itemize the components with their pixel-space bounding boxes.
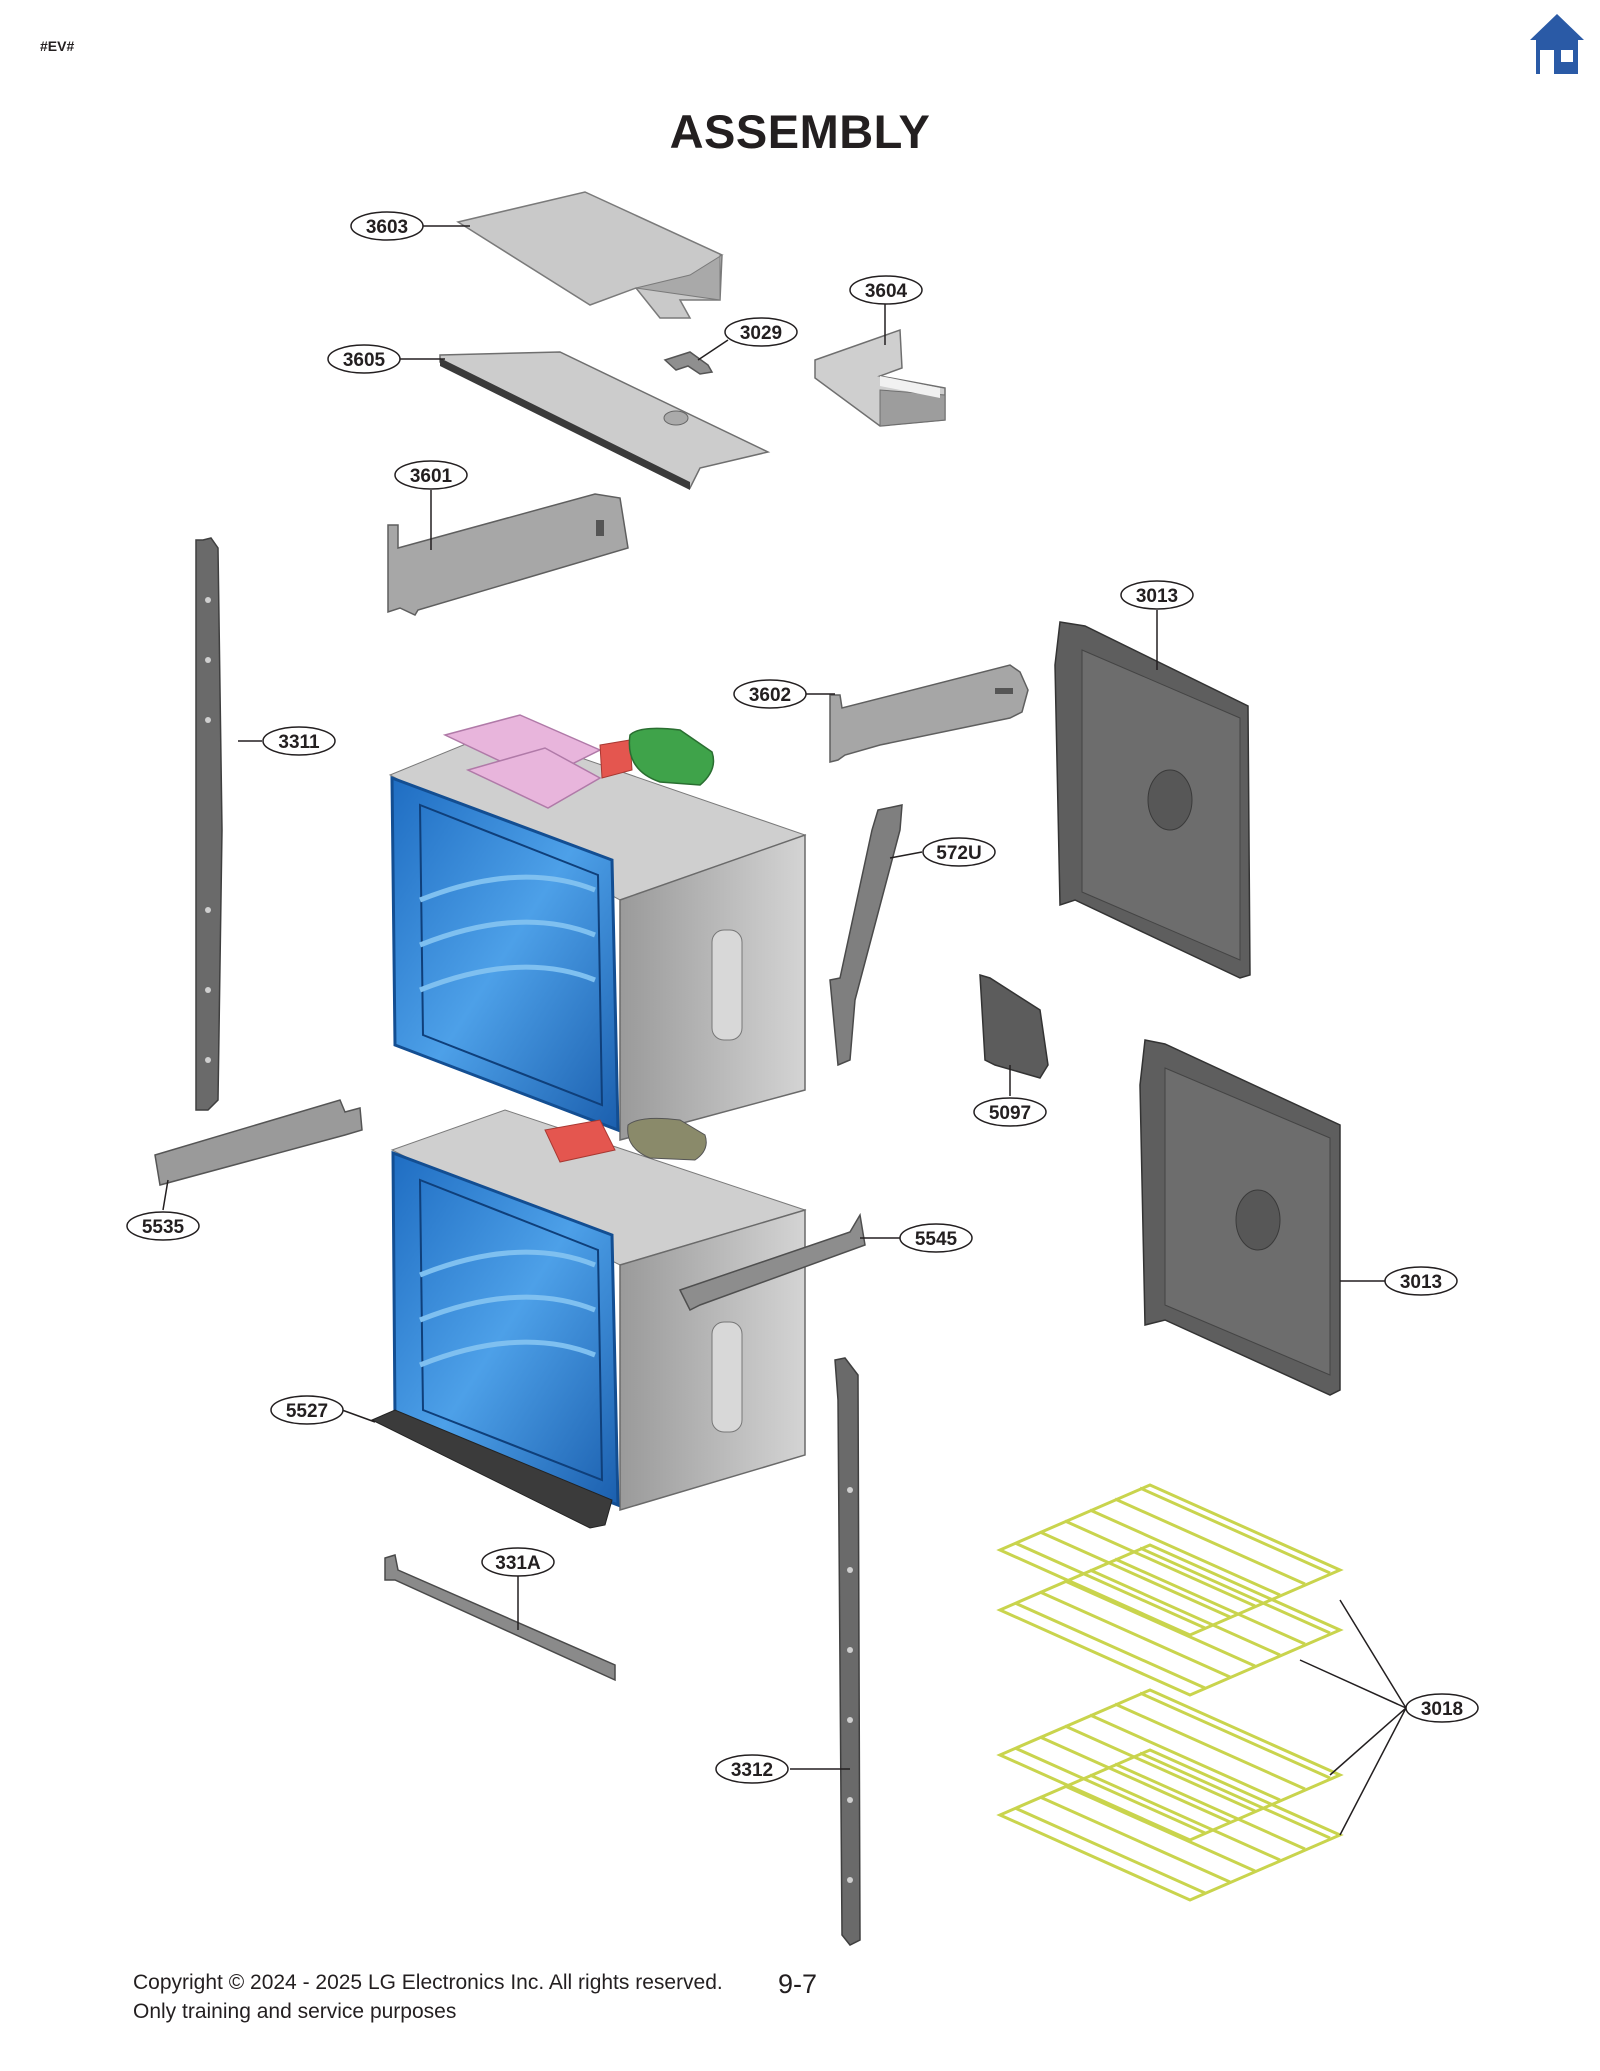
part-upper-oven (388, 714, 807, 1141)
callout-3604-label: 3604 (865, 281, 908, 302)
callout-5545: 5545 (899, 1223, 973, 1253)
callout-572U: 572U (922, 837, 996, 867)
part-strip (829, 804, 903, 1067)
page-title: ASSEMBLY (669, 105, 931, 158)
callout-3013-lower: 3013 (1384, 1266, 1458, 1296)
part-bracket-box (814, 328, 946, 427)
callout-3603: 3603 (350, 211, 424, 241)
callout-3013-upper-label: 3013 (1136, 586, 1178, 607)
part-bottom-trim (370, 1409, 613, 1529)
part-racks (996, 1483, 1344, 1902)
leader-lines (162, 225, 1407, 1836)
callout-5535: 5535 (126, 1211, 200, 1241)
callout-3601-label: 3601 (410, 466, 453, 487)
part-left-slide (154, 1099, 363, 1186)
part-right-trim (834, 1357, 861, 1946)
part-side-panel-lower (1139, 1039, 1341, 1396)
callout-331A: 331A (481, 1547, 555, 1577)
part-right-slide (678, 1212, 866, 1312)
callout-3605-label: 3605 (343, 350, 386, 371)
callout-5535-label: 5535 (142, 1217, 185, 1238)
callout-3312: 3312 (715, 1754, 789, 1784)
callout-5527: 5527 (270, 1395, 344, 1425)
part-side-panel-upper (1054, 621, 1251, 979)
copyright-text: Copyright © 2024 - 2025 LG Electronics I… (133, 1971, 723, 1994)
callout-3605: 3605 (327, 344, 401, 374)
part-left-trim (195, 537, 223, 1111)
footer-copyright: Copyright © 2024 - 2025 LG Electronics I… (133, 1968, 723, 2026)
callout-3013-lower-label: 3013 (1400, 1272, 1442, 1293)
callout-5097: 5097 (973, 1097, 1047, 1127)
callout-3311-label: 3311 (278, 732, 320, 753)
callout-3018: 3018 (1405, 1693, 1479, 1723)
callout-331A-label: 331A (495, 1553, 541, 1574)
part-top-plate (439, 351, 771, 490)
callout-5527-label: 5527 (286, 1401, 328, 1422)
callout-3029-label: 3029 (740, 323, 782, 344)
callout-3018-label: 3018 (1421, 1699, 1463, 1720)
callout-3013-upper: 3013 (1120, 580, 1194, 610)
callout-3601: 3601 (394, 460, 468, 490)
document-id: #EV# (40, 38, 75, 54)
callout-3602-label: 3602 (749, 685, 791, 706)
part-lower-oven (390, 1109, 807, 1512)
callout-3602: 3602 (733, 679, 807, 709)
home-icon[interactable] (1528, 12, 1586, 78)
part-top-cover (456, 191, 724, 319)
part-rear-bracket (387, 493, 629, 616)
part-right-bracket (829, 664, 1029, 763)
callout-3603-label: 3603 (366, 217, 408, 238)
callout-572U-label: 572U (936, 843, 981, 864)
callout-3311: 3311 (262, 726, 336, 756)
part-clip (663, 351, 714, 375)
part-small-plate (979, 973, 1049, 1079)
callout-5097-label: 5097 (989, 1103, 1031, 1124)
callout-3312-label: 3312 (731, 1760, 773, 1781)
callout-3604: 3604 (849, 275, 923, 305)
page-number: 9-7 (778, 1969, 818, 1999)
callout-3029: 3029 (724, 317, 798, 347)
part-bar (384, 1554, 616, 1682)
callout-5545-label: 5545 (915, 1229, 958, 1250)
usage-note: Only training and service purposes (133, 2000, 457, 2023)
